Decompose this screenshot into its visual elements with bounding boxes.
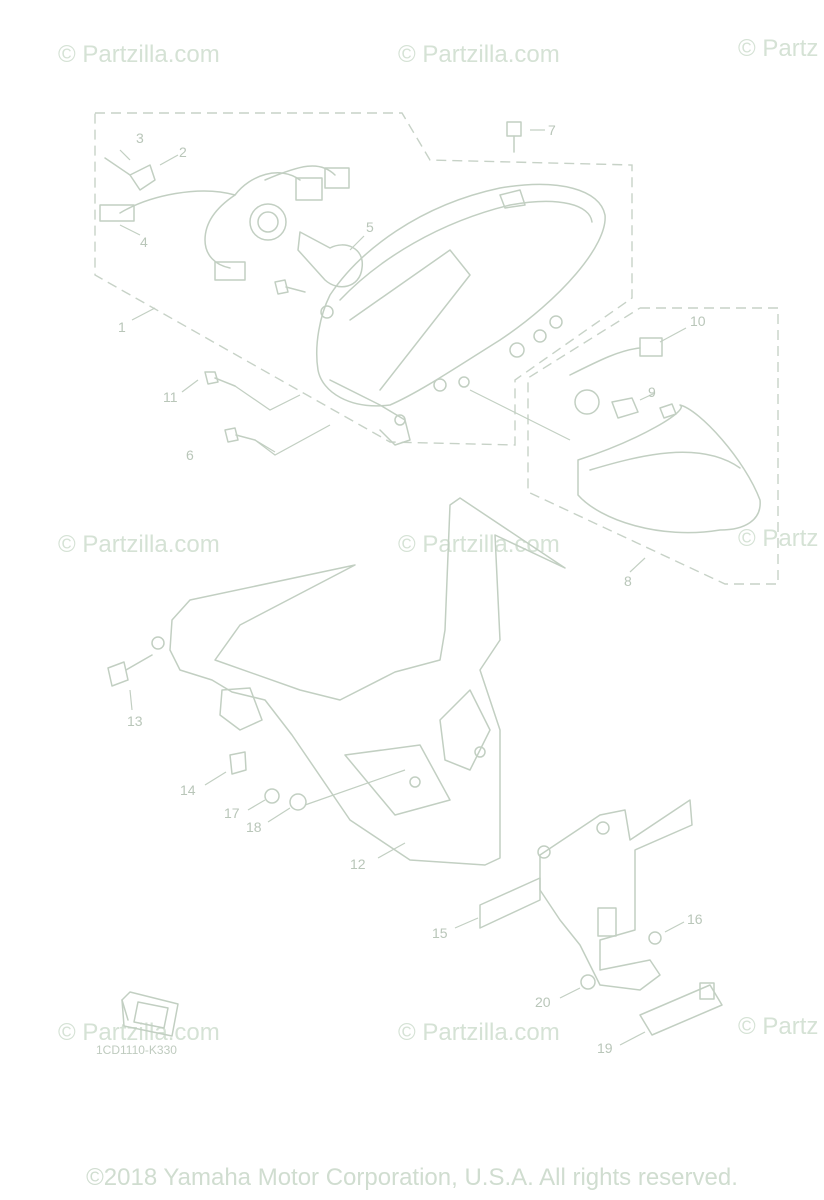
watermark: © Partzilla.com [58,41,220,68]
leader-lines [119,129,687,1046]
watermark: © Partzilla.com [58,531,220,558]
bulb-and-socket [249,203,363,288]
copyright-notice: ©2018 Yamaha Motor Corporation, U.S.A. A… [86,1164,738,1191]
callout-2: 2 [179,144,187,160]
callout-1: 1 [118,319,126,335]
callout-4: 4 [140,234,148,250]
front-arrow-icon [121,991,179,1037]
callout-15: 15 [432,925,448,941]
callout-20: 20 [535,994,551,1010]
rear-cover [151,497,566,866]
license-light-assembly [569,337,761,534]
callout-19: 19 [597,1040,613,1056]
diagram-code: 1CD1110-K330 [96,1043,177,1057]
callout-8: 8 [624,573,632,589]
callout-10: 10 [690,313,706,329]
callout-9: 9 [648,384,656,400]
callout-13: 13 [127,713,143,729]
wiring-harness [99,157,350,281]
watermark: © Partz [738,1013,818,1040]
fasteners [107,654,596,990]
watermark: © Partz [738,35,818,62]
watermark: © Partzilla.com [398,41,560,68]
callout-14: 14 [180,782,196,798]
watermark: © Partzilla.com [398,1019,560,1046]
assembly-outline-8 [527,307,779,585]
callout-7: 7 [548,122,556,138]
callout-17: 17 [224,805,240,821]
callout-6: 6 [186,447,194,463]
watermarks: © Partzilla.com © Partzilla.com © Partz … [58,35,818,1046]
callout-5: 5 [366,219,374,235]
assembly-outline-1 [94,112,633,446]
callout-16: 16 [687,911,703,927]
reflector [639,982,723,1036]
tail-light-assembly [315,183,606,446]
license-bracket [479,799,693,991]
callout-3: 3 [136,130,144,146]
callout-18: 18 [246,819,262,835]
callout-12: 12 [350,856,366,872]
callouts: 1 2 3 4 5 6 7 8 9 10 11 12 13 14 15 16 1… [118,122,706,1056]
callout-11: 11 [163,389,178,405]
screws [204,121,522,443]
